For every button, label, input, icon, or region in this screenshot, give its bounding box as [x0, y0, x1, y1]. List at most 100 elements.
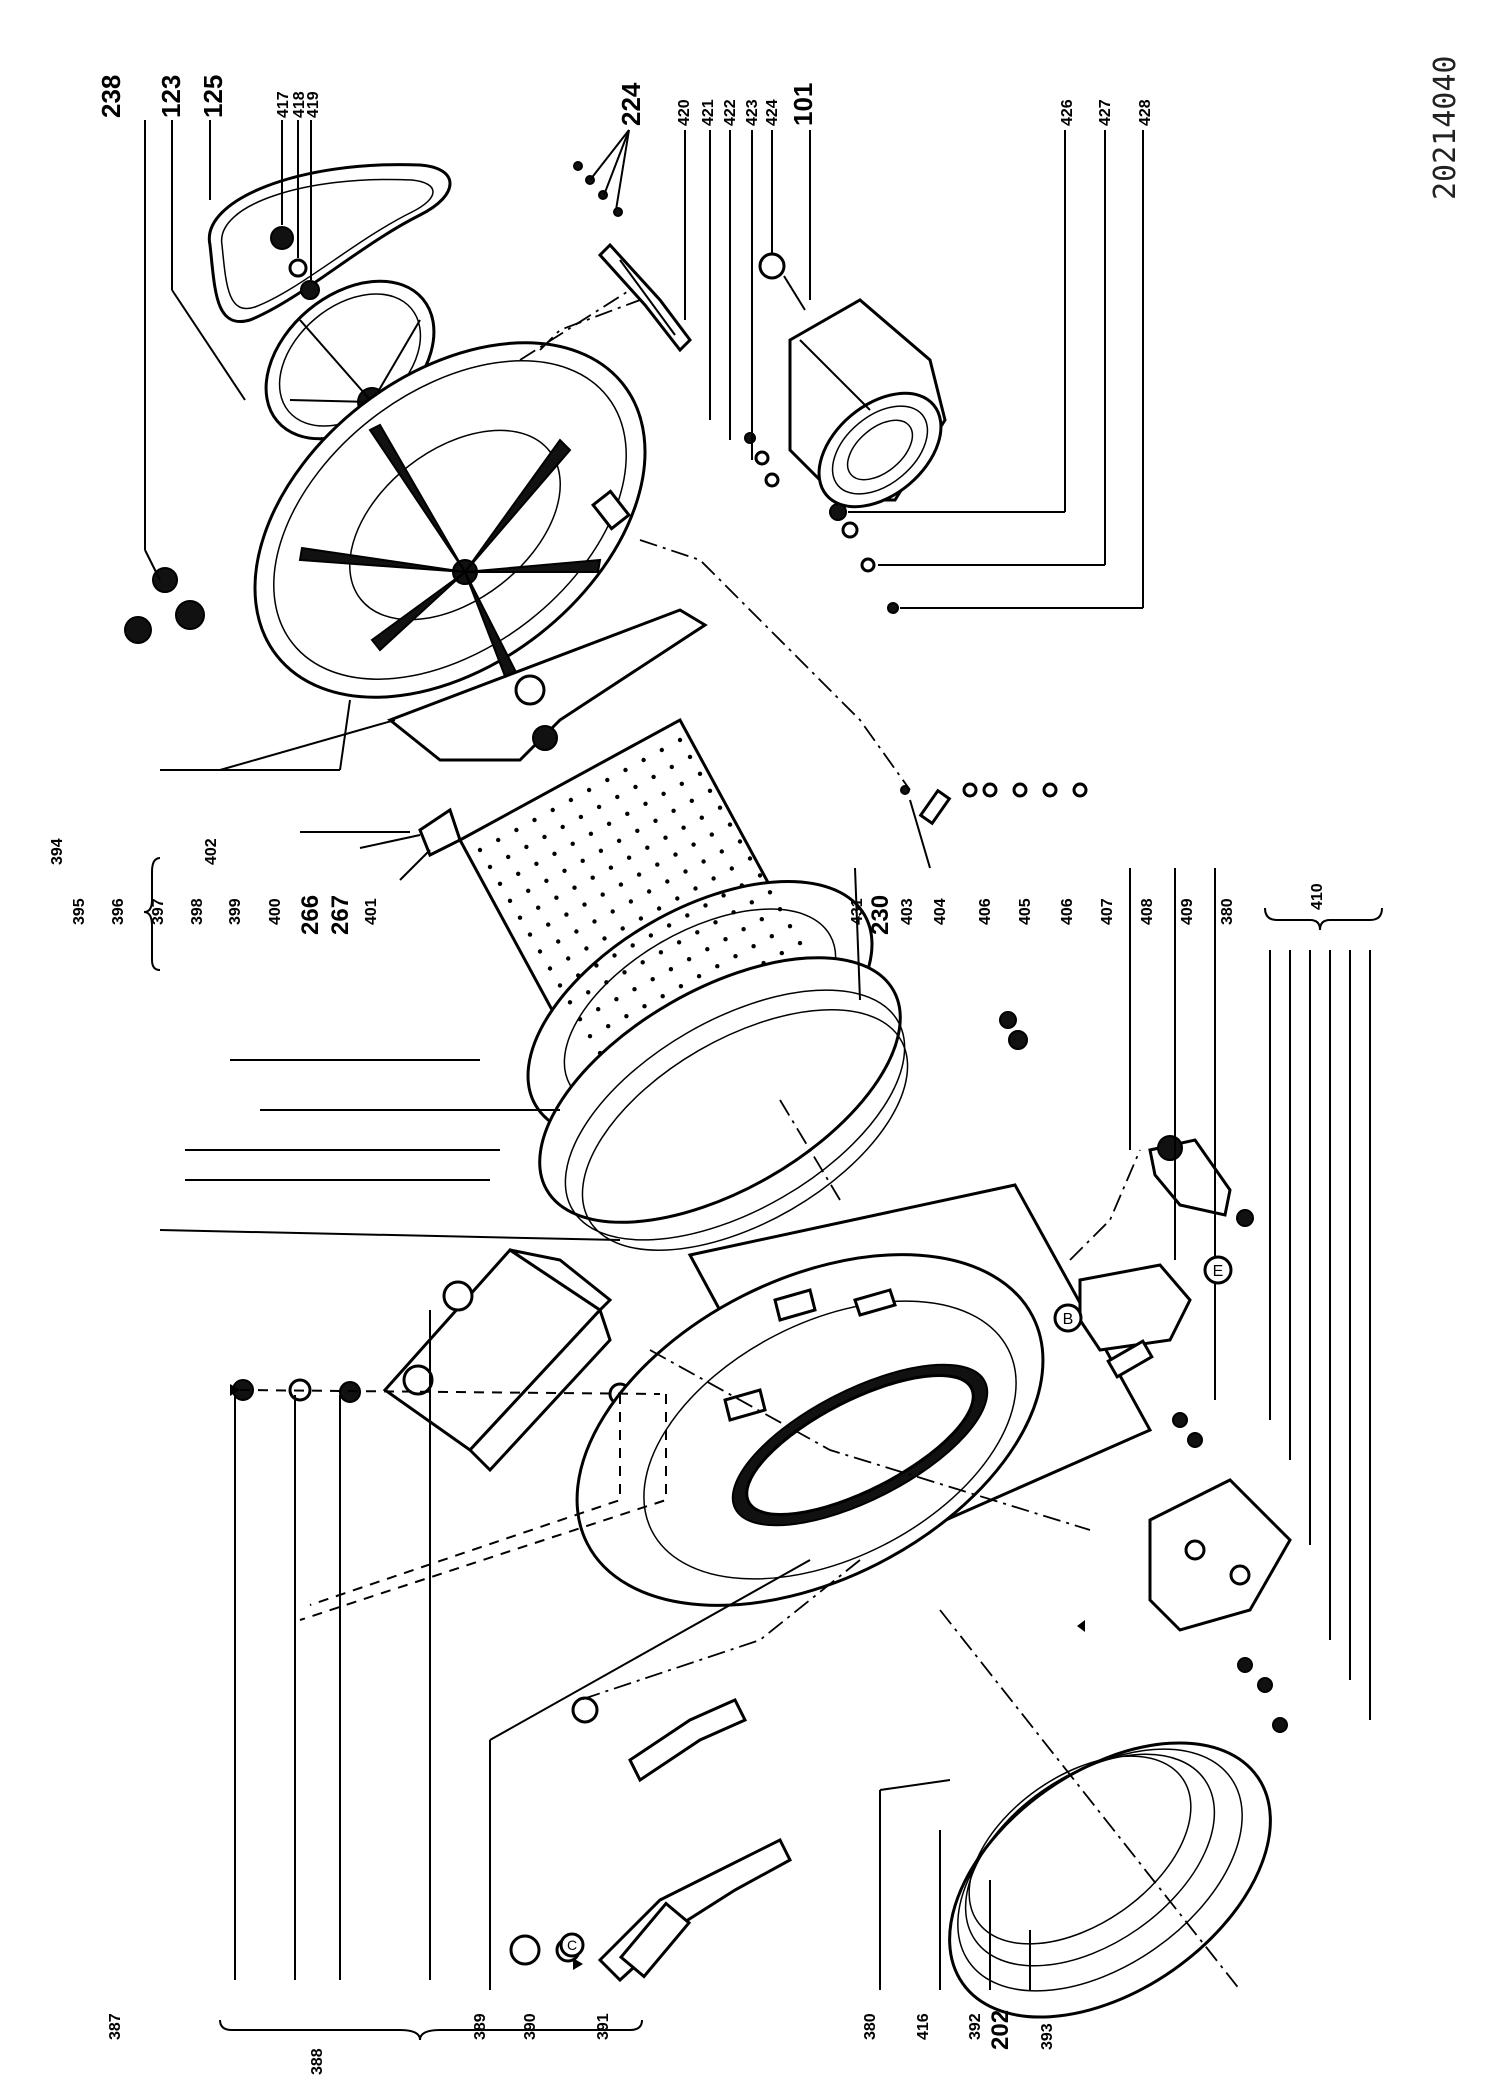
drum-hole: [592, 919, 597, 924]
drum-hole: [610, 909, 615, 914]
callout-c: C: [559, 1932, 585, 1958]
motor-mount-washers: [744, 432, 780, 488]
drum-hole: [717, 805, 723, 810]
drum-hole: [747, 856, 753, 861]
drum-hole: [719, 849, 724, 854]
drum-hole: [577, 1017, 583, 1022]
drum-hole: [572, 885, 577, 890]
part-label-123: 123: [156, 75, 186, 118]
drum-hole: [497, 881, 503, 886]
part-label-408: 408: [1139, 898, 1156, 925]
drum-hole: [705, 947, 710, 952]
part-label-407: 407: [1099, 898, 1116, 925]
drum-hole: [477, 847, 483, 853]
drum-hole: [560, 824, 565, 830]
rear-tub-panel: [253, 341, 647, 699]
drum-hole: [691, 842, 696, 847]
drum-hole: [507, 898, 513, 903]
drum-hole: [605, 777, 610, 783]
drum-hole: [659, 747, 664, 753]
drum-hole: [604, 980, 609, 985]
drum-hole: [567, 1000, 573, 1005]
drum-hole: [635, 828, 640, 833]
drum-hole: [787, 924, 793, 929]
drum-hole: [641, 757, 646, 763]
part-label-402: 402: [203, 838, 220, 865]
drum-hole: [615, 794, 620, 800]
drum-hole: [606, 821, 612, 826]
part-label-394: 394: [49, 838, 66, 865]
part-label-420: 420: [676, 99, 693, 126]
document-id: 20214040: [1428, 56, 1463, 201]
part-label-405: 405: [1017, 898, 1034, 925]
drum-hole: [537, 949, 543, 954]
drum-hole: [666, 923, 672, 928]
part-label-409: 409: [1179, 898, 1196, 925]
drum-hole: [727, 822, 733, 827]
part-label-417: 417: [275, 91, 292, 118]
drum-hole: [616, 838, 622, 843]
drum-hole: [689, 798, 694, 803]
drum-hole: [496, 837, 501, 843]
drum-hole: [564, 912, 569, 917]
drum-hole: [584, 946, 589, 951]
part-label-424: 424: [764, 99, 781, 126]
drum-hole: [602, 936, 607, 941]
leader-arrows: [230, 1384, 1085, 1970]
pump-bracket: [1148, 1135, 1254, 1227]
drum-hole: [506, 854, 511, 860]
label-leaders: [144, 120, 1371, 1990]
drum-hole: [544, 878, 549, 883]
part-label-404: 404: [932, 898, 949, 925]
counterweight-block: [382, 1248, 613, 1473]
drum-hole: [661, 791, 666, 796]
part-label-238: 238: [96, 75, 126, 118]
drum-hole: [574, 929, 579, 934]
part-label-428: 428: [1137, 99, 1154, 126]
part-label-419: 419: [305, 91, 322, 118]
drum-hole: [632, 987, 637, 992]
part-label-421: 421: [700, 99, 717, 126]
drum-hole: [651, 774, 656, 780]
drum-hole: [586, 990, 591, 995]
drum-hole: [618, 882, 624, 887]
part-label-389: 389: [472, 2013, 489, 2040]
part-label-101: 101: [788, 83, 818, 126]
drum-hole: [562, 868, 567, 873]
drum-hole: [695, 930, 700, 935]
part-label-400: 400: [267, 898, 284, 925]
part-label-392: 392: [967, 2013, 984, 2040]
drum-hole: [653, 818, 658, 823]
drum-hole: [663, 835, 668, 840]
drum-hole: [623, 767, 628, 773]
part-label-423: 423: [744, 99, 761, 126]
part-label-403: 403: [899, 898, 916, 925]
drum-hole: [568, 797, 574, 803]
drum-hole: [557, 983, 563, 988]
drum-hole: [625, 811, 630, 816]
drum-hole: [757, 873, 763, 878]
drum-hole: [630, 943, 635, 948]
drum-hole: [685, 913, 690, 918]
part-label-266: 266: [297, 895, 324, 935]
outer-tub: [575, 1183, 1153, 1607]
part-label-431: 431: [849, 898, 866, 925]
drum-hole: [658, 950, 664, 955]
part-label-230: 230: [867, 895, 894, 935]
callout-e: E: [1203, 1255, 1233, 1285]
part-label-422: 422: [722, 99, 739, 126]
drum-hole: [612, 953, 617, 958]
drum-hole: [643, 801, 648, 806]
drum-hole: [576, 973, 581, 978]
drum-hole: [668, 967, 674, 972]
drum-hole: [620, 926, 625, 931]
drum-hole: [678, 984, 684, 989]
drum-hole: [715, 964, 720, 969]
drum-hole: [608, 865, 614, 870]
motor: [758, 252, 947, 509]
drum-hole: [665, 879, 670, 884]
drum-hole: [769, 934, 774, 939]
drum-hole: [642, 1004, 647, 1009]
drum-hole: [636, 872, 642, 877]
